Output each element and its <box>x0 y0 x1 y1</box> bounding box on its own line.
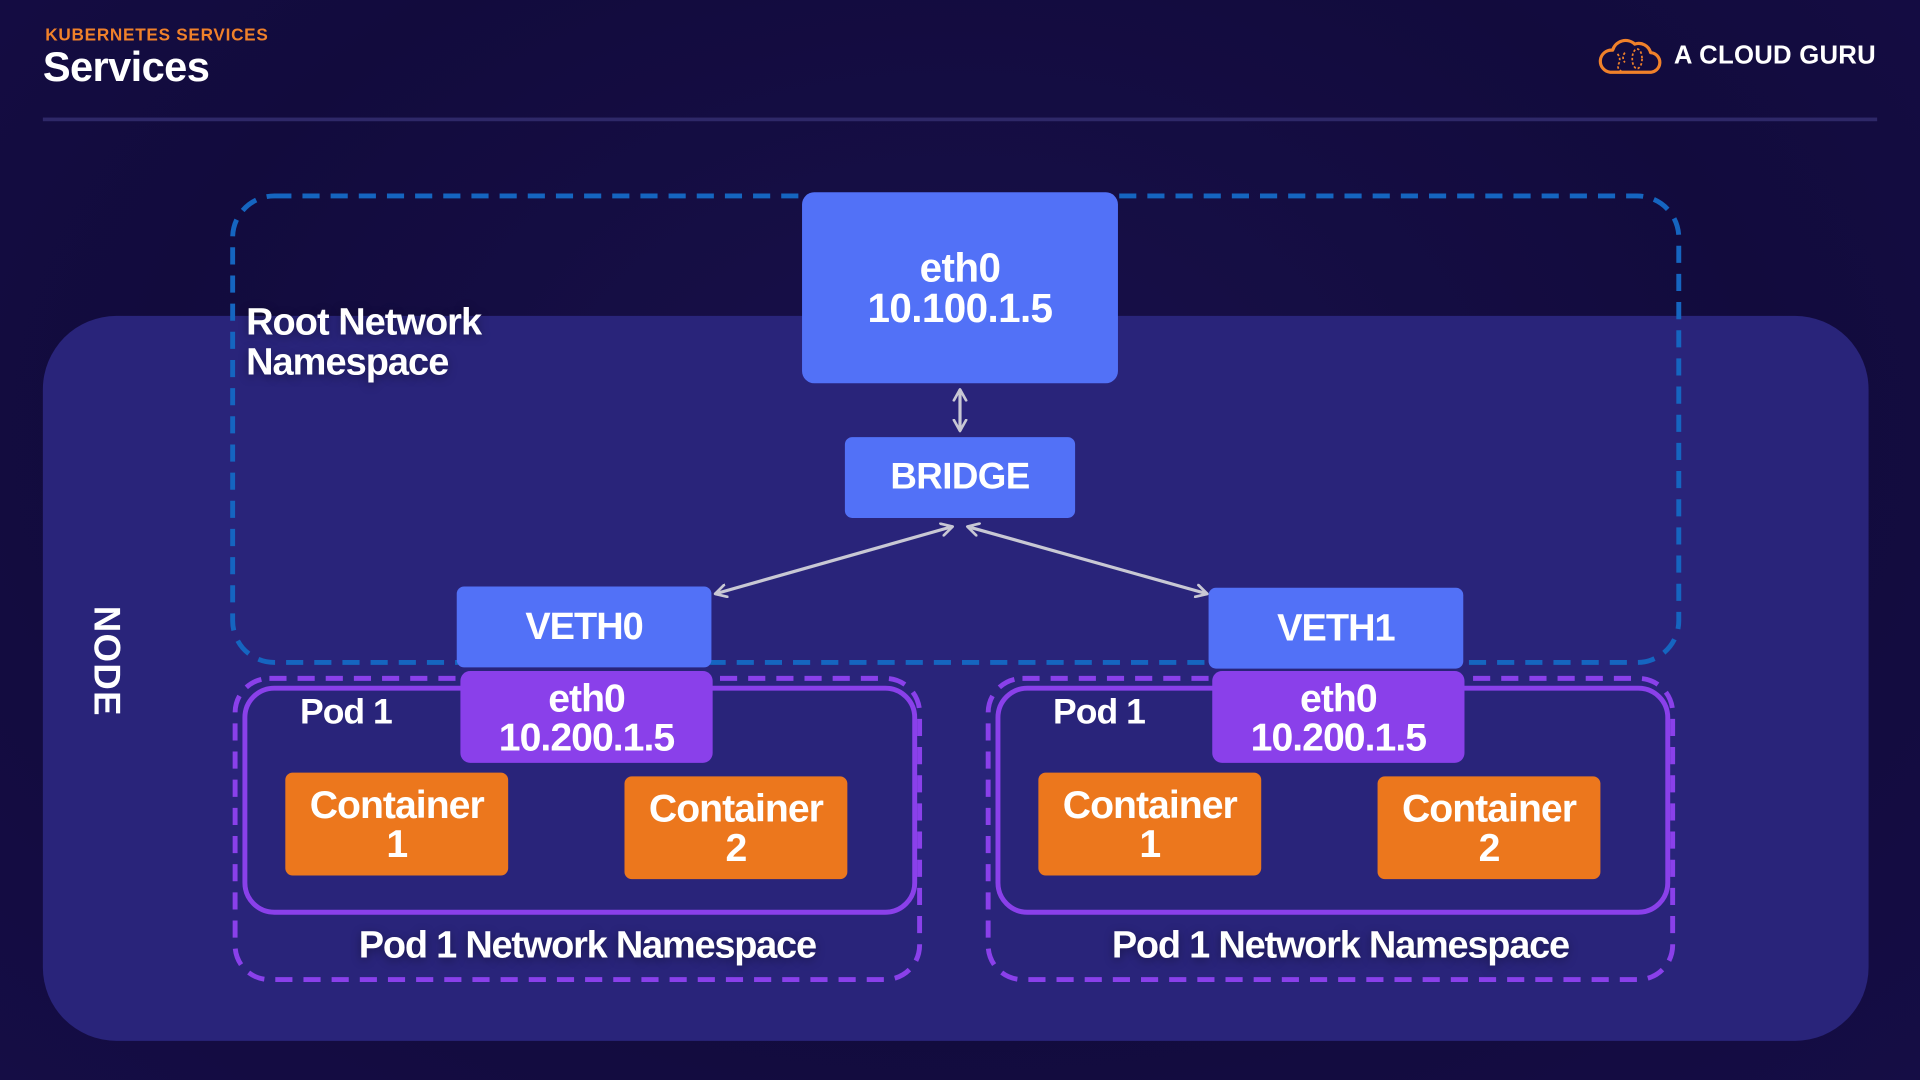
container-1-2: Container 2 <box>624 776 848 880</box>
pod-interface-ip: 10.200.1.5 <box>1250 714 1427 759</box>
container-line1: Container <box>309 782 485 827</box>
brand-name: A CLOUD GURU <box>1673 41 1876 70</box>
pod-interface-ip: 10.200.1.5 <box>498 714 675 759</box>
root-namespace-line1: Root Network <box>246 300 482 343</box>
container-2-1: Container 1 <box>1038 772 1262 876</box>
container-line1: Container <box>1062 782 1238 827</box>
pod-label-2: Pod 1 <box>1053 693 1146 733</box>
pod-namespace-label-2: Pod 1 Network Namespace <box>1111 923 1570 967</box>
brand-logo: A CLOUD GURU <box>1598 37 1876 76</box>
host-interface: eth0 10.100.1.5 <box>802 192 1118 384</box>
root-namespace-line2: Namespace <box>246 340 449 384</box>
veth1: VETH1 <box>1208 587 1464 669</box>
cloud-logo-icon <box>1598 38 1662 74</box>
pod-interface-name: eth0 <box>548 675 626 720</box>
container-line2: 1 <box>386 821 408 866</box>
arrow-bridge-veth0 <box>715 527 953 594</box>
host-interface-ip: 10.100.1.5 <box>867 285 1053 331</box>
host-interface-name: eth0 <box>919 244 1001 291</box>
container-line2: 1 <box>1139 821 1161 866</box>
container-2-2: Container 2 <box>1377 776 1601 880</box>
pod-namespace-label-1: Pod 1 Network Namespace <box>358 923 817 967</box>
root-namespace-label: Root Network Namespace <box>246 300 482 384</box>
container-1-1: Container 1 <box>285 772 509 876</box>
pod-interface-2: eth0 10.200.1.5 <box>1212 671 1465 763</box>
container-line1: Container <box>1401 786 1577 831</box>
arrow-bridge-veth1 <box>967 527 1207 594</box>
container-line1: Container <box>648 786 824 831</box>
veth0: VETH0 <box>456 586 712 668</box>
page-title: Services <box>42 44 210 91</box>
bridge: BRIDGE <box>844 437 1076 518</box>
pod-interface-name: eth0 <box>1300 675 1378 720</box>
container-line2: 2 <box>1478 825 1501 870</box>
bridge-label: BRIDGE <box>890 456 1030 498</box>
veth0-label: VETH0 <box>525 604 643 648</box>
pod-label-1: Pod 1 <box>300 693 393 733</box>
header-divider <box>42 117 1878 122</box>
veth1-label: VETH1 <box>1277 606 1395 649</box>
section-eyebrow: KUBERNETES SERVICES <box>45 24 269 45</box>
container-line2: 2 <box>725 825 748 870</box>
pod-interface-1: eth0 10.200.1.5 <box>460 671 713 763</box>
